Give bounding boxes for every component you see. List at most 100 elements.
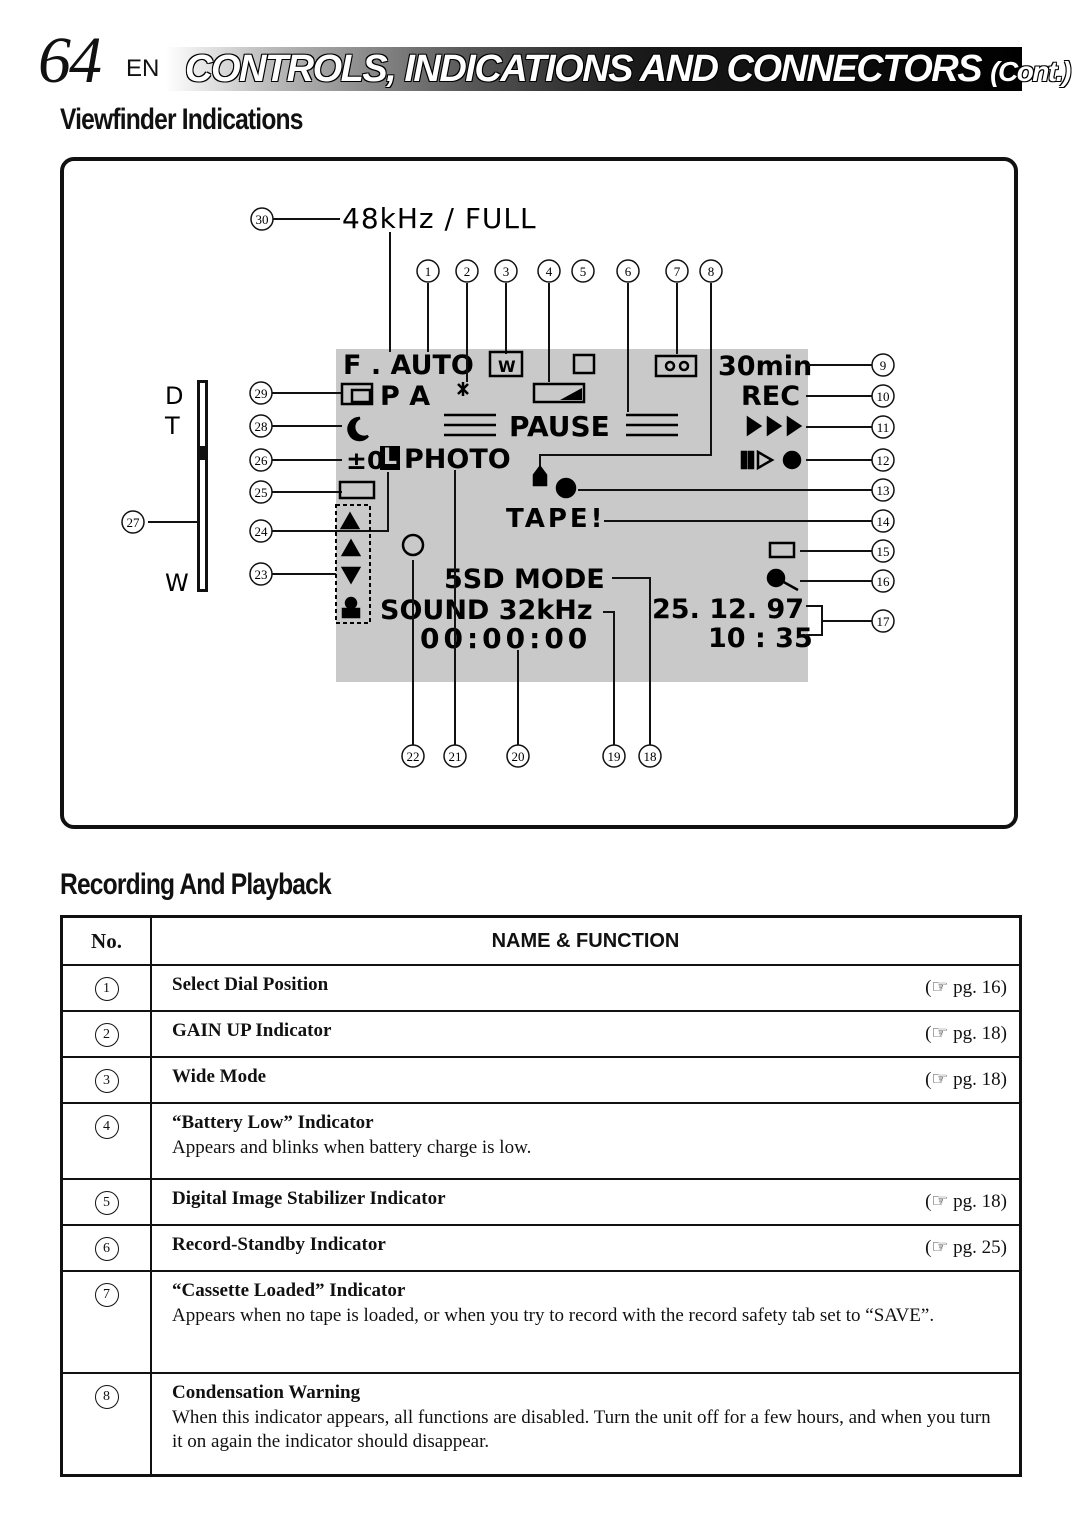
svg-text:8: 8 [708,264,715,279]
callout-2: 2 [455,259,479,283]
no-tape-icon [768,541,796,559]
svg-text:15: 15 [877,544,890,559]
svg-text:22: 22 [407,749,420,764]
tape-warning: TAPE! [506,504,606,534]
wide-mode-icon [488,350,524,378]
sound-freq-indicator: SOUND 32kHz [380,595,593,626]
zoom-t-label: T [165,412,180,440]
row-function-cell: GAIN UP Indicator(☞ pg. 18) [150,1010,1021,1057]
self-timer-icon [401,533,425,557]
row-number: 6 [94,1237,119,1261]
svg-text:26: 26 [255,453,269,468]
callout-14: 14 [871,509,895,533]
svg-text:12: 12 [877,453,890,468]
function-name: Select Dial Position [172,974,329,995]
svg-text:6: 6 [625,264,632,279]
row-function-cell: Digital Image Stabilizer Indicator(☞ pg.… [150,1178,1021,1225]
callout-15: 15 [871,539,895,563]
callout-29: 29 [249,381,273,405]
function-name: Digital Image Stabilizer Indicator [172,1188,446,1209]
svg-text:20: 20 [512,749,525,764]
rec-indicator: REC [741,381,801,412]
callout-21: 21 [443,744,467,768]
pause-indicator: PAUSE [509,410,610,443]
svg-text:29: 29 [255,386,268,401]
photo-indicator: PHOTO [404,444,511,475]
header-bar [165,47,1022,91]
svg-text:7: 7 [674,264,681,279]
callout-3: 3 [494,259,518,283]
focus-far-icon [339,511,361,530]
callout-6: 6 [616,259,640,283]
zoom-bar [197,380,208,592]
row-number: 7 [94,1283,119,1307]
exposure-zero: ±0 [346,446,385,475]
row-number: 8 [94,1385,119,1409]
table-row: 5 Digital Image Stabilizer Indicator(☞ pg… [61,1178,1021,1225]
audio-mode-label: 48kHz / FULL [342,202,537,235]
callout-26: 26 [249,448,273,472]
svg-text:19: 19 [608,749,621,764]
svg-text:17: 17 [877,614,891,629]
tape-remaining: 30min [718,351,813,382]
zoom-w-label: W [165,569,189,597]
lcd-icons: W [335,350,803,624]
function-name: GAIN UP Indicator [172,1020,332,1041]
row-number: 4 [94,1115,119,1139]
function-name: Wide Mode [172,1066,267,1087]
fade-wipe-icon [338,480,376,500]
page-number: 64 [38,24,102,97]
condensation-icon [532,464,548,487]
row-number-cell: 5 [61,1178,151,1225]
callout-23: 23 [249,562,273,586]
callout-25: 25 [249,480,273,504]
focus-down-icon [340,566,362,585]
callout-5: 5 [571,259,595,283]
callout-18: 18 [638,744,662,768]
time-display: 10 : 35 [708,623,813,654]
callout-27: 27 [121,510,145,534]
svg-text:16: 16 [877,574,891,589]
column-header-no: No. [91,928,122,953]
stabilizer-icon [572,353,596,375]
svg-text:21: 21 [449,749,462,764]
page-title-text: CONTROLS, INDICATIONS AND CONNECTORS [185,48,983,90]
callout-20: 20 [506,744,530,768]
picture-mode-icon [340,382,374,406]
section-title-viewfinder: Viewfinder Indications [60,103,303,136]
table-row: 6 Record-Standby Indicator(☞ pg. 25) [61,1224,1021,1271]
svg-text:10: 10 [877,389,890,404]
exposure-lock-box: L [380,446,401,470]
battery-icon [532,382,586,404]
row-number: 5 [94,1191,119,1215]
row-number-cell: 2 [61,1010,151,1057]
svg-text:3: 3 [503,264,510,279]
playback-status-icon [740,450,748,470]
row-function-cell: Record-Standby Indicator(☞ pg. 25) [150,1224,1021,1271]
page-title-cont: (Cont.) [990,56,1071,87]
focus-auto-indicator: F . AUTO [343,350,474,381]
row-number-cell: 6 [61,1224,151,1271]
svg-text:18: 18 [644,749,657,764]
svg-text:23: 23 [255,567,268,582]
zoom-d-label: D [165,382,184,410]
zoom-bar-marker [197,446,208,460]
svg-text:25: 25 [255,485,268,500]
callout-13: 13 [871,478,895,502]
svg-text:9: 9 [880,358,887,373]
callout-12: 12 [871,448,895,472]
svg-text:24: 24 [255,524,269,539]
callout-1: 1 [416,259,440,283]
row-number-cell: 8 [61,1372,151,1476]
callout-24: 24 [249,519,273,543]
leader-lines [148,218,872,745]
svg-text:27: 27 [127,515,141,530]
diagram-frame [60,157,1018,829]
